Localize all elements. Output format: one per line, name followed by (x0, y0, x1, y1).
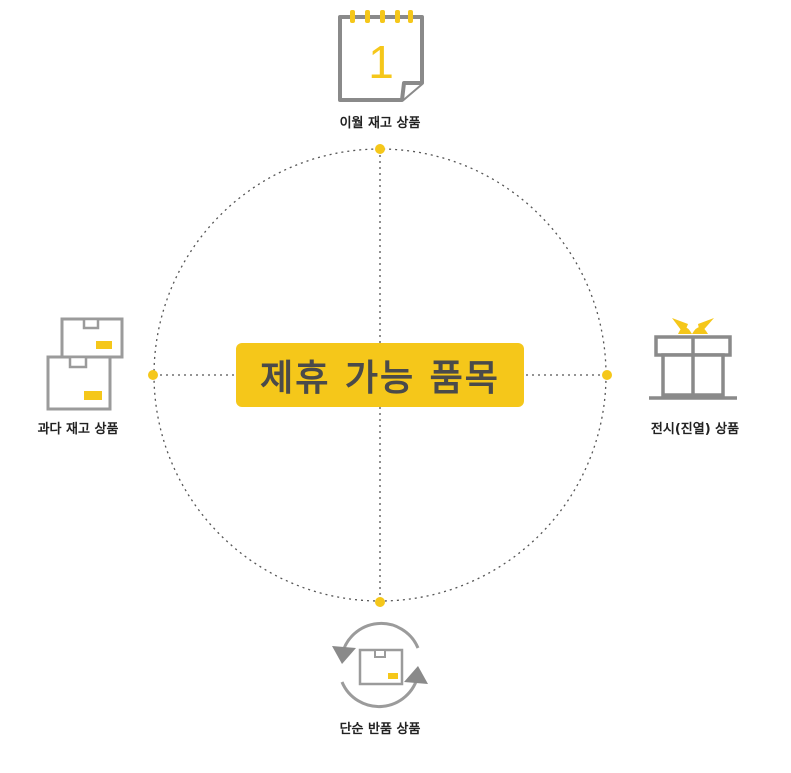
label-carryover-stock: 이월 재고 상품 (339, 116, 421, 131)
label-simple-return: 단순 반품 상품 (339, 722, 421, 737)
return-cycle-icon (332, 621, 428, 709)
label-excess-stock: 과다 재고 상품 (37, 422, 119, 437)
dot-left (148, 370, 158, 380)
dot-bottom (375, 597, 385, 607)
dot-right (602, 370, 612, 380)
label-display-items: 전시(진열) 상품 (650, 422, 740, 437)
calendar-day-number: 1 (368, 36, 394, 88)
calendar-icon: 1 (338, 10, 424, 102)
dot-top (375, 144, 385, 154)
center-title: 제휴 가능 품목 (260, 358, 500, 399)
stacked-boxes-icon (46, 317, 124, 411)
center-title-box: 제휴 가능 품목 (236, 343, 524, 407)
gift-box-icon (649, 318, 737, 400)
